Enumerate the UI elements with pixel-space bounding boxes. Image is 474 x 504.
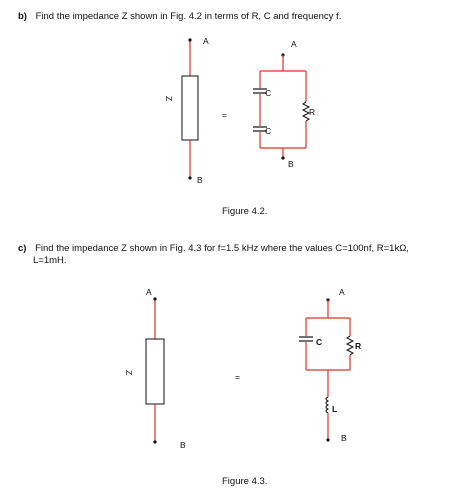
fig42-label-a-right: A bbox=[291, 39, 297, 49]
fig42-label-z: Z bbox=[164, 96, 174, 101]
fig42-capacitor-1 bbox=[253, 88, 267, 94]
fig42-capacitor-2 bbox=[253, 126, 267, 132]
fig42-equals: = bbox=[222, 110, 227, 120]
question-c-label: c) bbox=[18, 243, 27, 254]
fig42-label-c1: C bbox=[265, 88, 271, 98]
fig42-resistor bbox=[301, 101, 311, 122]
fig43-label-z: Z bbox=[124, 370, 134, 375]
fig42-label-a-left: A bbox=[203, 36, 209, 46]
fig43-z-block: A B Z bbox=[124, 287, 186, 450]
fig43-label-l: L bbox=[332, 404, 337, 414]
fig42-network: A C C R B bbox=[253, 39, 315, 169]
fig42-terminal-a-dot bbox=[188, 38, 192, 42]
fig43-network: A C R L B bbox=[299, 287, 361, 443]
figure-4-3: A B Z = A C R bbox=[124, 287, 361, 450]
fig43-label-c: C bbox=[316, 337, 322, 347]
fig43-inductor bbox=[325, 396, 330, 414]
figure-4-2-caption: Figure 4.2. bbox=[222, 206, 268, 217]
question-c: c) Find the impedance Z shown in Fig. 4.… bbox=[18, 243, 409, 255]
fig43-resistor bbox=[345, 335, 355, 356]
fig43-impedance-box bbox=[145, 338, 165, 405]
fig43-label-r: R bbox=[355, 341, 361, 351]
fig43-label-b-right: B bbox=[341, 433, 347, 443]
fig43-capacitor bbox=[299, 336, 313, 342]
question-b: b) Find the impedance Z shown in Fig. 4.… bbox=[18, 11, 341, 23]
fig43-label-a-left: A bbox=[146, 287, 152, 297]
fig42-label-b-right: B bbox=[288, 159, 294, 169]
fig43-label-b-left: B bbox=[180, 440, 186, 450]
question-b-text: Find the impedance Z shown in Fig. 4.2 i… bbox=[35, 11, 342, 22]
fig42-terminal-b-dot bbox=[188, 176, 192, 180]
fig42-impedance-box bbox=[181, 75, 199, 141]
fig43-label-a-right: A bbox=[339, 287, 345, 297]
fig42-z-block: A B Z bbox=[164, 36, 209, 185]
question-b-label: b) bbox=[18, 11, 27, 22]
figure-4-2: A B Z = A C C bbox=[164, 36, 315, 185]
question-c-text-line2: L=1mH. bbox=[33, 255, 67, 266]
fig42-label-r: R bbox=[309, 107, 315, 117]
fig42-label-b-left: B bbox=[197, 175, 203, 185]
fig42-label-c2: C bbox=[265, 126, 271, 136]
question-c-text-line1: Find the impedance Z shown in Fig. 4.3 f… bbox=[35, 243, 409, 254]
fig43-equals: = bbox=[235, 372, 240, 382]
figure-4-3-caption: Figure 4.3. bbox=[222, 476, 268, 487]
